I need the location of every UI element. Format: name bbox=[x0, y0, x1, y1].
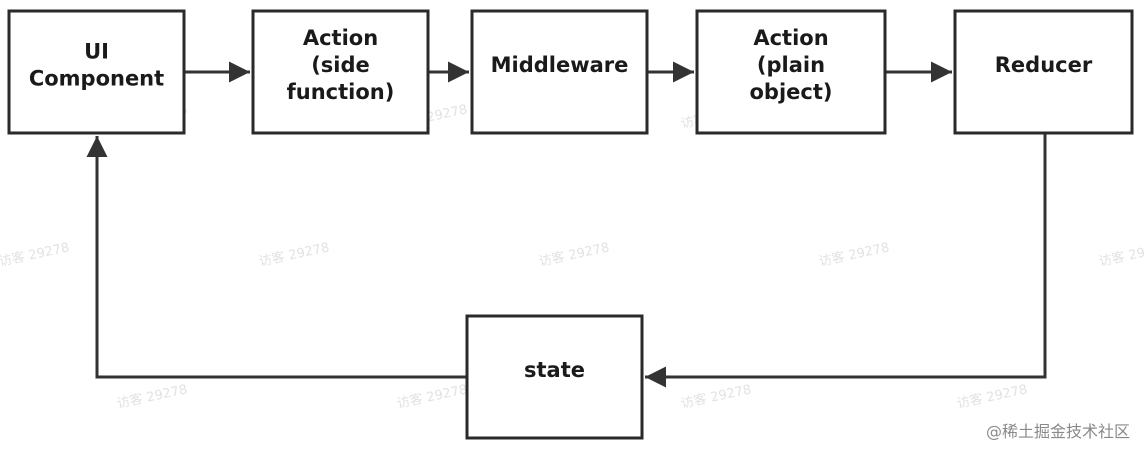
node-reducer-box bbox=[953, 9, 1134, 135]
node-reducer: Reducer bbox=[953, 9, 1134, 135]
node-ui-component-box bbox=[7, 9, 186, 135]
node-action-side-function-label-line: (side bbox=[311, 53, 370, 77]
source-label: @稀土掘金技术社区 bbox=[985, 422, 1130, 441]
node-middleware-label-line: Middleware bbox=[491, 53, 629, 77]
edge-layer bbox=[86, 61, 1047, 388]
edge-state-to-ui-component bbox=[86, 136, 467, 379]
watermark-text: 访客 29278 bbox=[0, 239, 71, 270]
node-state-box bbox=[465, 314, 644, 440]
node-ui-component-label-line: UI bbox=[84, 40, 109, 64]
node-state: state bbox=[465, 314, 644, 440]
watermark-text: 访客 29278 bbox=[680, 381, 753, 412]
node-middleware: Middleware bbox=[470, 9, 649, 135]
watermark-text: 访客 29278 bbox=[818, 239, 891, 270]
watermark-text: 访客 29278 bbox=[956, 381, 1029, 412]
node-layer: UI Component Action (side function) Middlewar… bbox=[7, 9, 1134, 440]
node-ui-component-label-line: Component bbox=[29, 67, 164, 91]
node-state-label-line: state bbox=[524, 358, 585, 382]
node-action-side-function-box bbox=[251, 9, 430, 135]
node-action-plain-object-box bbox=[695, 9, 887, 135]
node-action-side-function: Action (side function) bbox=[251, 9, 430, 135]
node-action-plain-object-label-line: (plain bbox=[757, 53, 825, 77]
node-action-plain-object: Action (plain object) bbox=[695, 9, 887, 135]
watermark-text: 访客 29278 bbox=[396, 381, 469, 412]
watermark-text: 访客 29278 bbox=[1098, 239, 1144, 270]
node-action-plain-object-label-line: Action bbox=[753, 26, 828, 50]
watermark-text: 访客 29278 bbox=[116, 381, 189, 412]
node-action-plain-object-label-line: object) bbox=[750, 80, 833, 104]
edge-reducer-to-state bbox=[645, 133, 1047, 388]
node-middleware-box bbox=[470, 9, 649, 135]
node-action-side-function-label-line: Action bbox=[303, 26, 378, 50]
watermark-text: 访客 29278 bbox=[258, 239, 331, 270]
watermark-text: 访客 29278 bbox=[538, 239, 611, 270]
node-action-side-function-label-line: function) bbox=[287, 80, 395, 104]
node-ui-component: UI Component bbox=[7, 9, 186, 135]
node-reducer-label-line: Reducer bbox=[995, 53, 1093, 77]
